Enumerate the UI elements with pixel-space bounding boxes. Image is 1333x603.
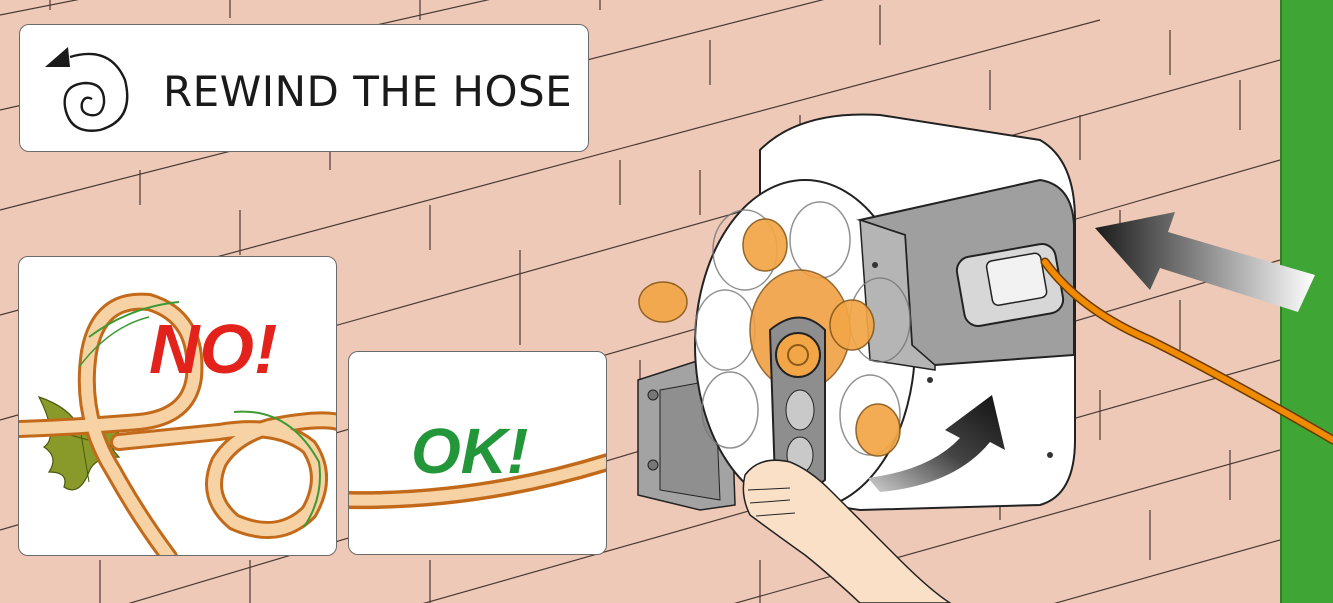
good-example-panel: OK! — [348, 351, 607, 555]
title-text: REWIND THE HOSE — [163, 67, 572, 116]
good-example-label: OK! — [411, 414, 528, 488]
bad-example-label: NO! — [149, 309, 277, 389]
bad-example-panel: NO! — [18, 256, 337, 556]
title-panel: REWIND THE HOSE — [19, 24, 589, 152]
rewind-spiral-icon — [20, 25, 160, 152]
tangled-hose-icon — [19, 257, 337, 556]
